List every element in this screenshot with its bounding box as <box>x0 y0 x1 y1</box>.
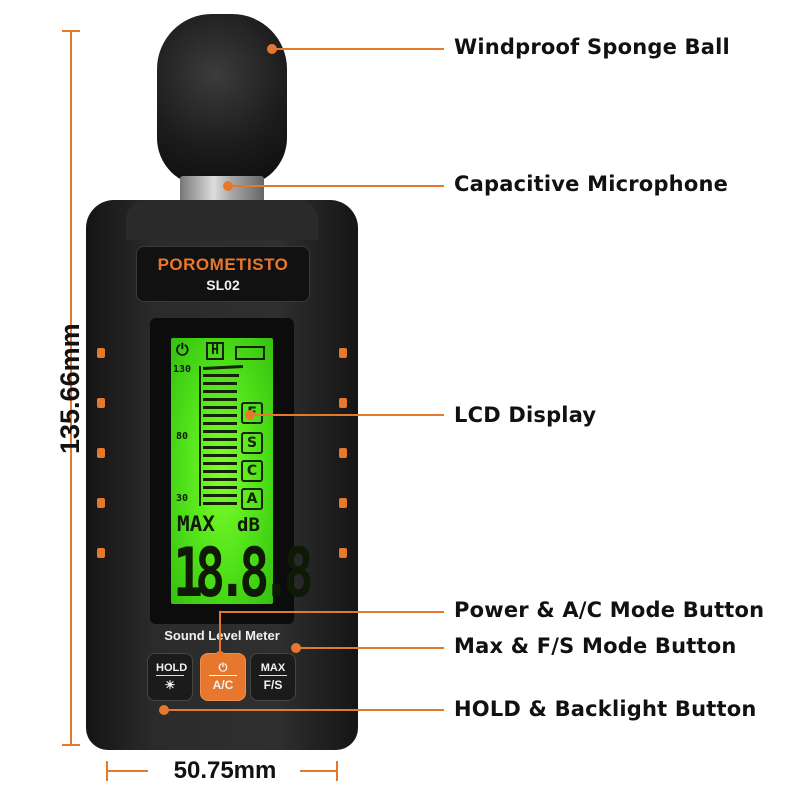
grip-mark <box>339 448 347 458</box>
max-button-label: MAX <box>259 662 287 676</box>
grip-mark <box>97 548 105 558</box>
level-bar <box>203 430 237 433</box>
callout-power-button: Power & A/C Mode Button <box>454 598 765 622</box>
width-dimension-line-right <box>300 770 336 772</box>
lcd-reading: 18.8.8 <box>173 534 314 613</box>
level-bar <box>203 502 237 505</box>
leader-line-power-vertical <box>219 611 221 656</box>
windproof-sponge-ball <box>157 14 287 186</box>
hold-backlight-button[interactable]: HOLD ☀ <box>147 653 193 701</box>
mode-indicator-c: C <box>241 460 263 482</box>
grip-mark <box>339 548 347 558</box>
callout-max-button: Max & F/S Mode Button <box>454 634 737 658</box>
leader-dot-sponge <box>267 44 277 54</box>
leader-dot-microphone <box>223 181 233 191</box>
power-button-icon: ⏻ <box>209 662 237 676</box>
scale-bottom-label: 30 <box>176 493 189 504</box>
height-dimension-tick-top <box>62 30 80 32</box>
grip-mark <box>97 348 105 358</box>
battery-icon <box>235 346 265 360</box>
power-icon: ⏻ <box>176 340 189 359</box>
grip-mark <box>339 498 347 508</box>
level-bar <box>203 462 237 465</box>
grip-mark <box>97 448 105 458</box>
max-fs-mode-button[interactable]: MAX F/S <box>250 653 296 701</box>
width-dimension-line-left <box>108 770 148 772</box>
scale-axis <box>199 366 201 506</box>
leader-dot-lcd <box>245 410 255 420</box>
level-bar <box>203 406 237 409</box>
grip-mark <box>97 498 105 508</box>
unit-label: dB <box>237 514 260 536</box>
height-dimension-line <box>70 30 72 746</box>
brand-plate: POROMETISTO SL02 <box>136 246 310 302</box>
height-dimension-label: 135.66mm <box>55 323 85 454</box>
level-bar <box>203 382 237 385</box>
width-dimension-tick-right <box>336 761 338 781</box>
width-dimension-label: 50.75mm <box>173 757 277 784</box>
mode-indicator-s: S <box>241 432 263 454</box>
level-bar <box>203 422 237 425</box>
leader-line-hold <box>164 709 444 711</box>
brand-name: POROMETISTO <box>157 255 289 274</box>
callout-microphone: Capacitive Microphone <box>454 172 729 196</box>
grip-mark <box>339 398 347 408</box>
level-bar <box>203 398 237 401</box>
level-bar <box>203 374 239 377</box>
hold-button-label: HOLD <box>156 662 188 676</box>
level-bar <box>203 454 237 457</box>
callout-sponge-ball: Windproof Sponge Ball <box>454 35 730 59</box>
grip-mark <box>97 398 105 408</box>
meter-top-cap <box>126 200 318 240</box>
leader-line-power <box>219 611 444 613</box>
power-ac-mode-button[interactable]: ⏻ A/C <box>200 653 246 701</box>
level-bar <box>203 494 237 497</box>
level-bar <box>203 470 237 473</box>
mode-indicator-a: A <box>241 488 263 510</box>
backlight-icon: ☀ <box>164 678 176 692</box>
level-bar <box>203 438 237 441</box>
level-bar <box>202 364 244 371</box>
lcd-display: ⏻ H 130 80 30 F S C A MAX dB 18.8.8 <box>171 338 314 612</box>
leader-line-lcd <box>250 414 444 416</box>
leader-dot-hold <box>159 705 169 715</box>
leader-line-microphone <box>228 185 444 187</box>
callout-hold-button: HOLD & Backlight Button <box>454 697 757 721</box>
leader-line-max <box>296 647 444 649</box>
scale-mid-label: 80 <box>176 431 189 442</box>
scale-top-label: 130 <box>173 364 192 375</box>
level-bar <box>203 486 237 489</box>
ac-mode-label: A/C <box>212 678 234 692</box>
callout-lcd-display: LCD Display <box>454 403 597 427</box>
level-bar <box>203 446 237 449</box>
level-bar <box>203 390 237 393</box>
device-label: Sound Level Meter <box>164 628 280 643</box>
hold-indicator: H <box>206 342 224 360</box>
level-bar <box>203 414 237 417</box>
leader-dot-power <box>215 651 225 661</box>
leader-line-sponge <box>272 48 444 50</box>
grip-mark <box>339 348 347 358</box>
leader-dot-max <box>291 643 301 653</box>
width-dimension-tick-left <box>106 761 108 781</box>
height-dimension-tick-bottom <box>62 744 80 746</box>
max-indicator: MAX <box>177 512 215 536</box>
model-number: SL02 <box>206 277 240 293</box>
level-bar <box>203 478 237 481</box>
fs-mode-label: F/S <box>263 678 283 692</box>
